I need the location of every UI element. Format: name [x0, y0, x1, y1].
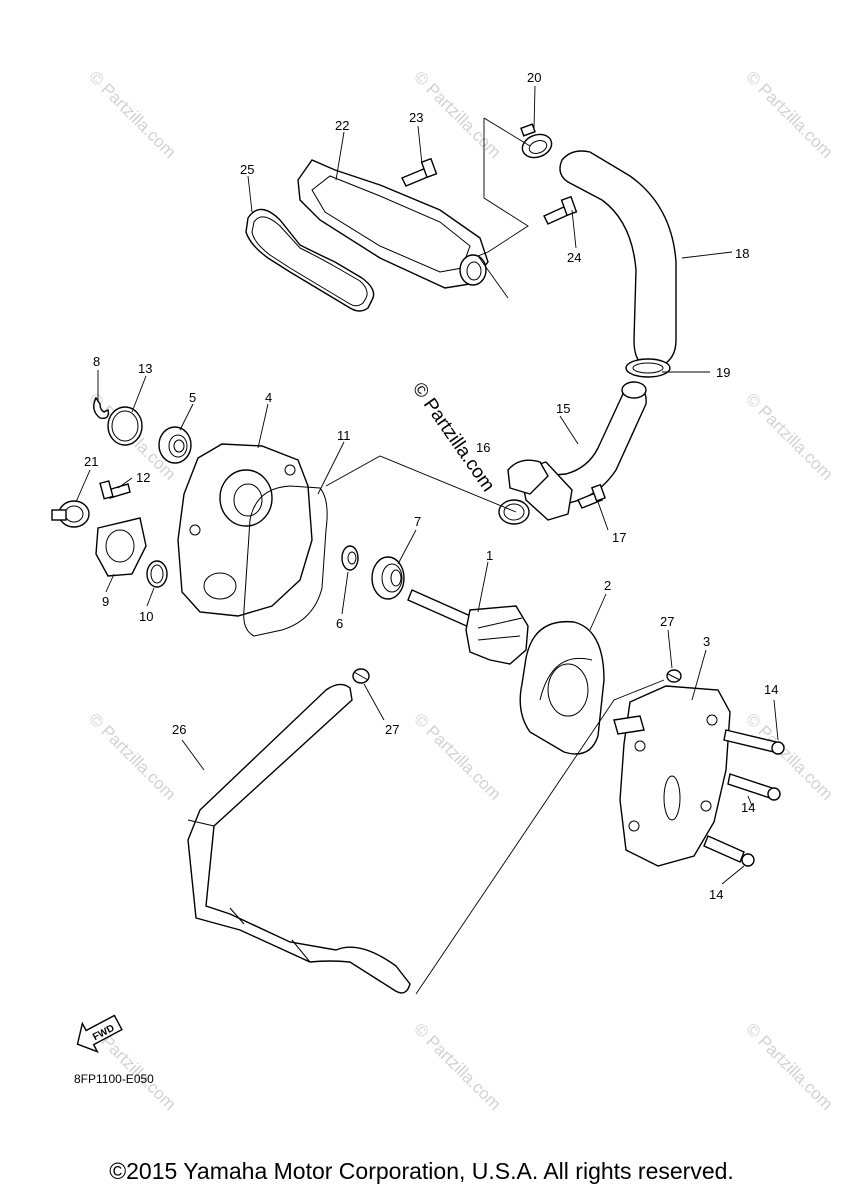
part-5-bearing[interactable] — [158, 426, 192, 464]
callout-3: 3 — [703, 634, 710, 649]
part-13-oring[interactable] — [107, 406, 143, 446]
part-10-oring[interactable] — [146, 560, 168, 588]
callout-16: 16 — [476, 440, 490, 455]
part-10-oring-inner — [150, 564, 164, 584]
part-22-outlet-bore — [466, 261, 482, 281]
leader-lines — [75, 85, 779, 995]
callout-12: 12 — [136, 470, 150, 485]
part-8-circlip[interactable] — [93, 396, 110, 420]
part-19-clamp[interactable] — [625, 358, 671, 378]
callout-10: 10 — [139, 609, 153, 624]
part-7-mech-seal[interactable] — [371, 556, 405, 600]
part-14-bolt-c[interactable] — [703, 835, 755, 867]
callout-11: 11 — [337, 428, 351, 443]
callout-13: 13 — [138, 361, 152, 376]
callout-9: 9 — [102, 594, 109, 609]
part-13-oring-inner — [111, 410, 139, 442]
watermark-center: © Partzilla.com — [408, 379, 499, 496]
callout-27-upper: 27 — [660, 614, 674, 629]
part-16-oring[interactable] — [498, 499, 530, 525]
part-17-bolt[interactable] — [577, 483, 606, 509]
callout-1: 1 — [486, 548, 493, 563]
part-25-gasket-inner — [251, 216, 368, 307]
part-14-bolt-a[interactable] — [723, 729, 785, 755]
part-26-hose-seg — [229, 907, 245, 925]
part-24-bolt[interactable] — [543, 195, 578, 225]
callout-27-lower: 27 — [385, 722, 399, 737]
callout-26: 26 — [172, 722, 186, 737]
watermark-tile: © Partzilla.com — [742, 1019, 836, 1113]
callout-21: 21 — [84, 454, 98, 469]
callout-22: 22 — [335, 118, 349, 133]
callout-4: 4 — [265, 390, 272, 405]
callout-8: 8 — [93, 354, 100, 369]
part-9-fitting[interactable] — [95, 517, 147, 577]
watermark-tile: © Partzilla.com — [85, 709, 179, 803]
callout-14-a: 14 — [764, 682, 778, 697]
part-11-gasket[interactable] — [243, 485, 328, 637]
callout-25: 25 — [240, 162, 254, 177]
part-20-clamp[interactable] — [519, 123, 555, 161]
part-16-oring-inner — [503, 503, 525, 521]
part-26-hose[interactable] — [187, 683, 411, 994]
callout-2: 2 — [604, 578, 611, 593]
part-15-pipe-end — [621, 381, 647, 399]
part-27-clip-upper[interactable] — [666, 669, 682, 683]
watermark-tile: © Partzilla.com — [742, 67, 836, 161]
part-15-elbow — [507, 459, 549, 495]
callout-23: 23 — [409, 110, 423, 125]
part-6-seal-inner — [347, 551, 357, 565]
watermark-tile: © Partzilla.com — [410, 67, 504, 161]
part-2-plate[interactable] — [519, 620, 605, 755]
callout-15: 15 — [556, 401, 570, 416]
part-26-hose-seg — [291, 939, 311, 963]
part-1-impeller-shaft[interactable] — [407, 589, 529, 665]
part-4-boss-left — [189, 524, 201, 536]
callout-19: 19 — [716, 365, 730, 380]
copyright-notice: ©2015 Yamaha Motor Corporation, U.S.A. A… — [109, 1158, 734, 1184]
callout-6: 6 — [336, 616, 343, 631]
callout-5: 5 — [189, 390, 196, 405]
callout-17: 17 — [612, 530, 626, 545]
part-12-bolt[interactable] — [99, 480, 131, 500]
part-4-bore-inner — [233, 483, 263, 517]
callout-14-c: 14 — [709, 887, 723, 902]
part-3-pump-cover[interactable] — [613, 685, 731, 867]
watermark-tile: © Partzilla.com — [410, 709, 504, 803]
callout-18: 18 — [735, 246, 749, 261]
part-4-bore — [219, 469, 273, 527]
part-22-outlet — [459, 254, 487, 286]
callout-labels: 20 22 23 25 24 18 19 8 13 5 4 11 15 16 2… — [84, 70, 778, 902]
part-4-boss-right — [284, 464, 296, 476]
watermark-tile: © Partzilla.com — [85, 67, 179, 161]
part-4-boss-lower — [203, 572, 237, 600]
callout-14-b: 14 — [741, 800, 755, 815]
part-23-bolt[interactable] — [401, 157, 438, 187]
part-14-bolt-b[interactable] — [727, 773, 781, 801]
watermark-tile: © Partzilla.com — [410, 1019, 504, 1113]
callout-24: 24 — [567, 250, 581, 265]
part-22-cover[interactable] — [297, 159, 489, 289]
part-25-gasket[interactable] — [245, 208, 375, 312]
part-4-housing[interactable] — [177, 443, 313, 617]
diagram-code: 8FP1100-E050 — [74, 1072, 154, 1086]
callout-7: 7 — [414, 514, 421, 529]
part-26-hose-seg — [187, 819, 215, 827]
part-21-clamp[interactable] — [51, 500, 90, 528]
callout-20: 20 — [527, 70, 541, 85]
part-27-clip-lower[interactable] — [352, 668, 370, 684]
part-6-seal[interactable] — [341, 545, 359, 571]
watermark-tile: © Partzilla.com — [742, 389, 836, 483]
